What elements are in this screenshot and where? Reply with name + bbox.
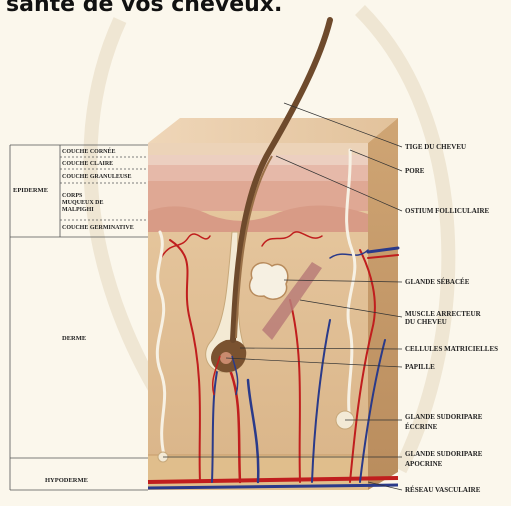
label-cellules-matricielles: CELLULES MATRICIELLES xyxy=(405,345,498,353)
sebaceous-gland xyxy=(250,263,288,299)
label-glande-eccrine: GLANDE SUDORIPARE ÉCCRINE xyxy=(405,412,485,432)
label-couche-germinative: COUCHE GERMINATIVE xyxy=(62,225,134,232)
label-couche-claire: COUCHE CLAIRE xyxy=(62,161,113,168)
label-corps-muqueux: CORPS MUQUEUX DE MALPIGHI xyxy=(62,193,114,214)
skin-side-face xyxy=(368,118,398,490)
label-glande-apocrine: GLANDE SUDORIPARE APOCRINE xyxy=(405,449,485,469)
label-tige-du-cheveu: TIGE DU CHEVEU xyxy=(405,143,466,151)
label-papille: PAPILLE xyxy=(405,363,435,371)
label-couche-cornee: COUCHE CORNÉE xyxy=(62,149,116,156)
label-hypoderme: HYPODERME xyxy=(45,477,88,484)
label-glande-sebacee: GLANDE SÉBACÉE xyxy=(405,278,469,286)
label-ostium-folliculaire: OSTIUM FOLLICULAIRE xyxy=(405,207,489,215)
couche-cornee-band xyxy=(148,143,368,155)
label-reseau-vasculaire: RÉSEAU VASCULAIRE xyxy=(405,486,480,494)
label-epiderme: EPIDERME xyxy=(13,187,48,194)
label-pore: PORE xyxy=(405,167,424,175)
label-muscle-arrecteur: MUSCLE ARRECTEUR DU CHEVEU xyxy=(405,310,487,326)
couche-claire-band xyxy=(148,155,368,165)
label-couche-granuleuse: COUCHE GRANULEUSE xyxy=(62,174,132,181)
label-derme: DERME xyxy=(62,335,86,342)
